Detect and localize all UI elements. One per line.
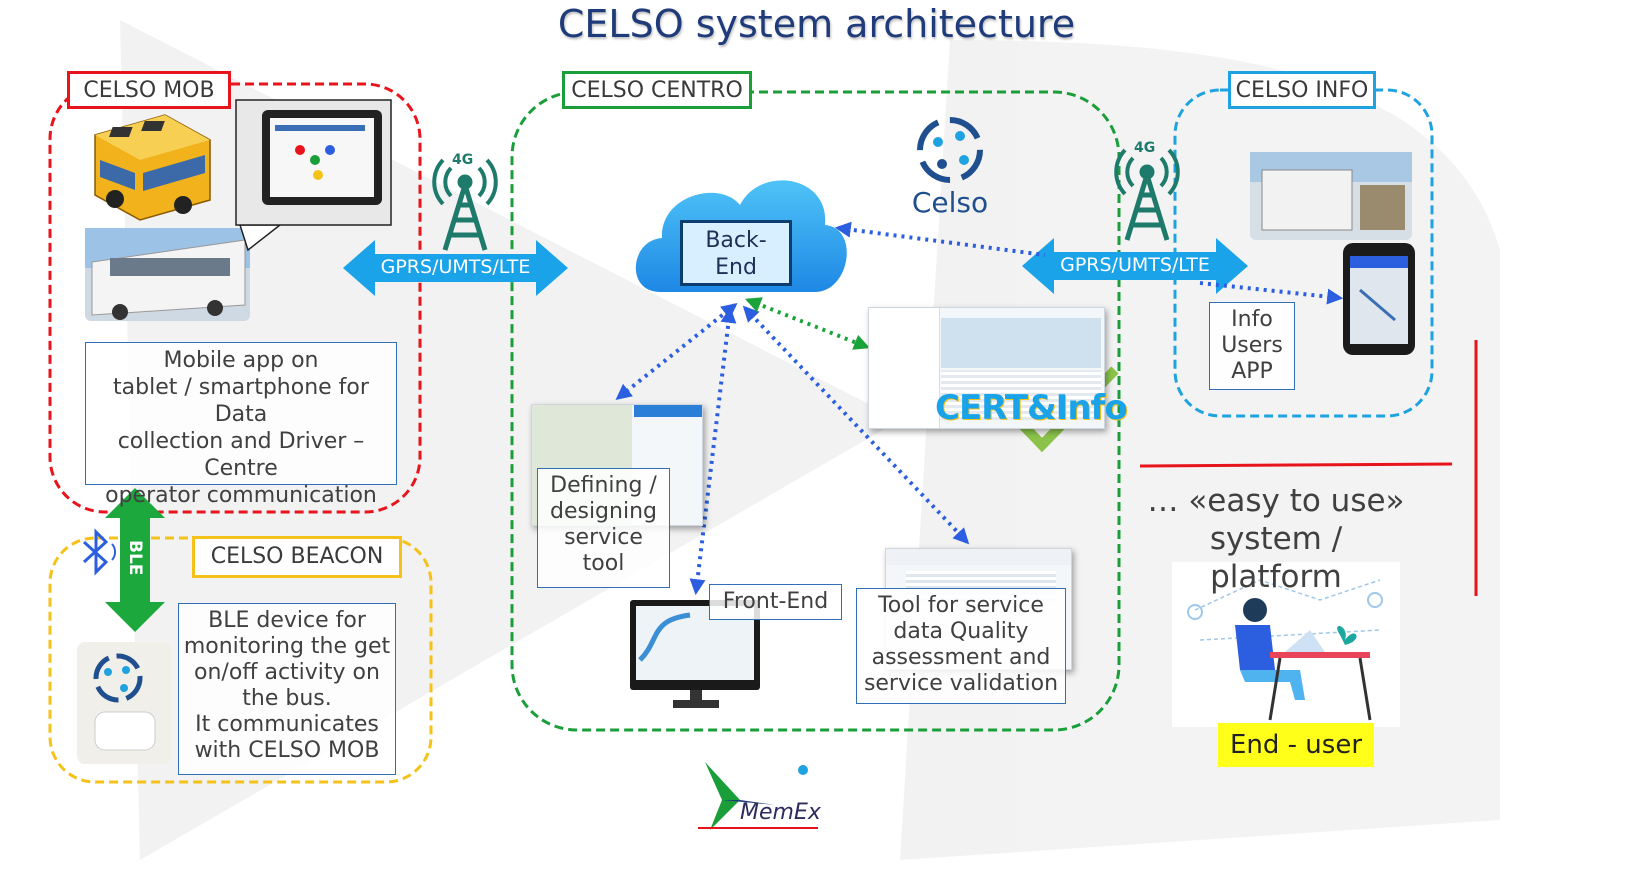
region-label-mob: CELSO MOB xyxy=(67,71,231,109)
backend-line: Back- xyxy=(705,228,767,253)
beacon-description-line: BLE device for xyxy=(208,608,366,633)
region-label-centro: CELSO CENTRO xyxy=(562,71,752,109)
design-tool-line: Defining / xyxy=(550,473,657,498)
bus-photo xyxy=(85,228,250,321)
info-app-line: Info xyxy=(1231,307,1273,332)
design-tool-line: service xyxy=(564,525,643,550)
page-title: CELSO system architecture xyxy=(557,2,1076,46)
memex-logo-icon xyxy=(698,762,818,830)
design-tool-line: tool xyxy=(582,551,625,576)
quality-tool-line: data Quality xyxy=(893,619,1029,644)
mob-description-line: operator communication xyxy=(105,483,377,508)
beacon-description: BLE device for monitoring the get on/off… xyxy=(178,603,396,775)
info-bus-photo xyxy=(1250,152,1412,240)
region-mob-border xyxy=(48,82,422,514)
celso-logo-icon xyxy=(917,117,983,183)
region-label-beacon: CELSO BEACON xyxy=(192,536,402,578)
quality-tool-line: assessment and xyxy=(871,645,1051,670)
easy-line: … «easy to use» xyxy=(1147,483,1405,519)
beacon-device-photo xyxy=(77,642,171,764)
certinfo-logo: CERT&Info xyxy=(935,388,1128,428)
info-app-line: Users xyxy=(1221,333,1283,358)
tablet-photo xyxy=(235,99,392,252)
backend-line: End xyxy=(715,255,757,280)
mob-description-line: tablet / smartphone for Data xyxy=(113,375,369,427)
end-user-label: End - user xyxy=(1218,723,1374,767)
tower-badge-left: 4G xyxy=(452,152,474,168)
easy-to-use-caption: … «easy to use» system / platform xyxy=(1140,482,1412,596)
region-label-info: CELSO INFO xyxy=(1228,71,1376,109)
ble-label: BLE xyxy=(125,540,145,576)
info-app-line: APP xyxy=(1231,359,1273,384)
mob-description: Mobile app on tablet / smartphone for Da… xyxy=(85,342,397,508)
frontend-label: Front-End xyxy=(709,584,842,620)
link-arrow-right xyxy=(1022,238,1248,294)
quality-tool-label: Tool for service data Quality assessment… xyxy=(856,588,1066,704)
tower-badge-right: 4G xyxy=(1134,140,1156,156)
link-label-right: GPRS/UMTS/LTE xyxy=(1060,254,1210,276)
smartphone-photo xyxy=(1343,243,1415,355)
info-users-app-label: Info Users APP xyxy=(1209,302,1295,390)
connector-backend-celso xyxy=(834,221,1046,257)
certinfo-screenshot xyxy=(868,307,1105,429)
bus-icon xyxy=(94,114,211,221)
design-tool-line: designing xyxy=(549,499,657,524)
ble-arrow xyxy=(105,488,165,632)
monitor-icon xyxy=(630,600,760,708)
region-centro-border xyxy=(510,90,1121,732)
beacon-description-line: the bus. xyxy=(242,686,332,711)
connector-backend-certinfo xyxy=(745,297,870,350)
beacon-description-line: with CELSO MOB xyxy=(194,738,380,763)
beacon-description-line: monitoring the get xyxy=(183,634,391,659)
backend-box: Back- End xyxy=(680,220,792,286)
beacon-description-line: on/off activity on xyxy=(194,660,380,685)
beacon-description-line: It communicates xyxy=(195,712,379,737)
link-label-left: GPRS/UMTS/LTE xyxy=(380,256,531,278)
quality-tool-line: Tool for service xyxy=(878,593,1044,618)
connector-backend-quality xyxy=(742,305,970,545)
link-arrow-left xyxy=(343,240,568,296)
easy-line: system / platform xyxy=(1209,521,1343,595)
design-tool-label: Defining / designing service tool xyxy=(537,468,670,588)
tower-icon-left xyxy=(432,158,498,251)
end-user-illustration xyxy=(1172,562,1400,727)
mob-description-line: collection and Driver – Centre xyxy=(117,429,365,481)
quality-tool-line: service validation xyxy=(863,671,1059,696)
bluetooth-icon xyxy=(82,528,116,576)
mob-description-line: Mobile app on xyxy=(163,348,319,373)
celso-logo-text: Celso xyxy=(911,186,989,219)
memex-logo-text: MemEx xyxy=(740,800,821,825)
red-divider-line xyxy=(1139,462,1453,468)
tower-icon-right xyxy=(1114,148,1180,241)
